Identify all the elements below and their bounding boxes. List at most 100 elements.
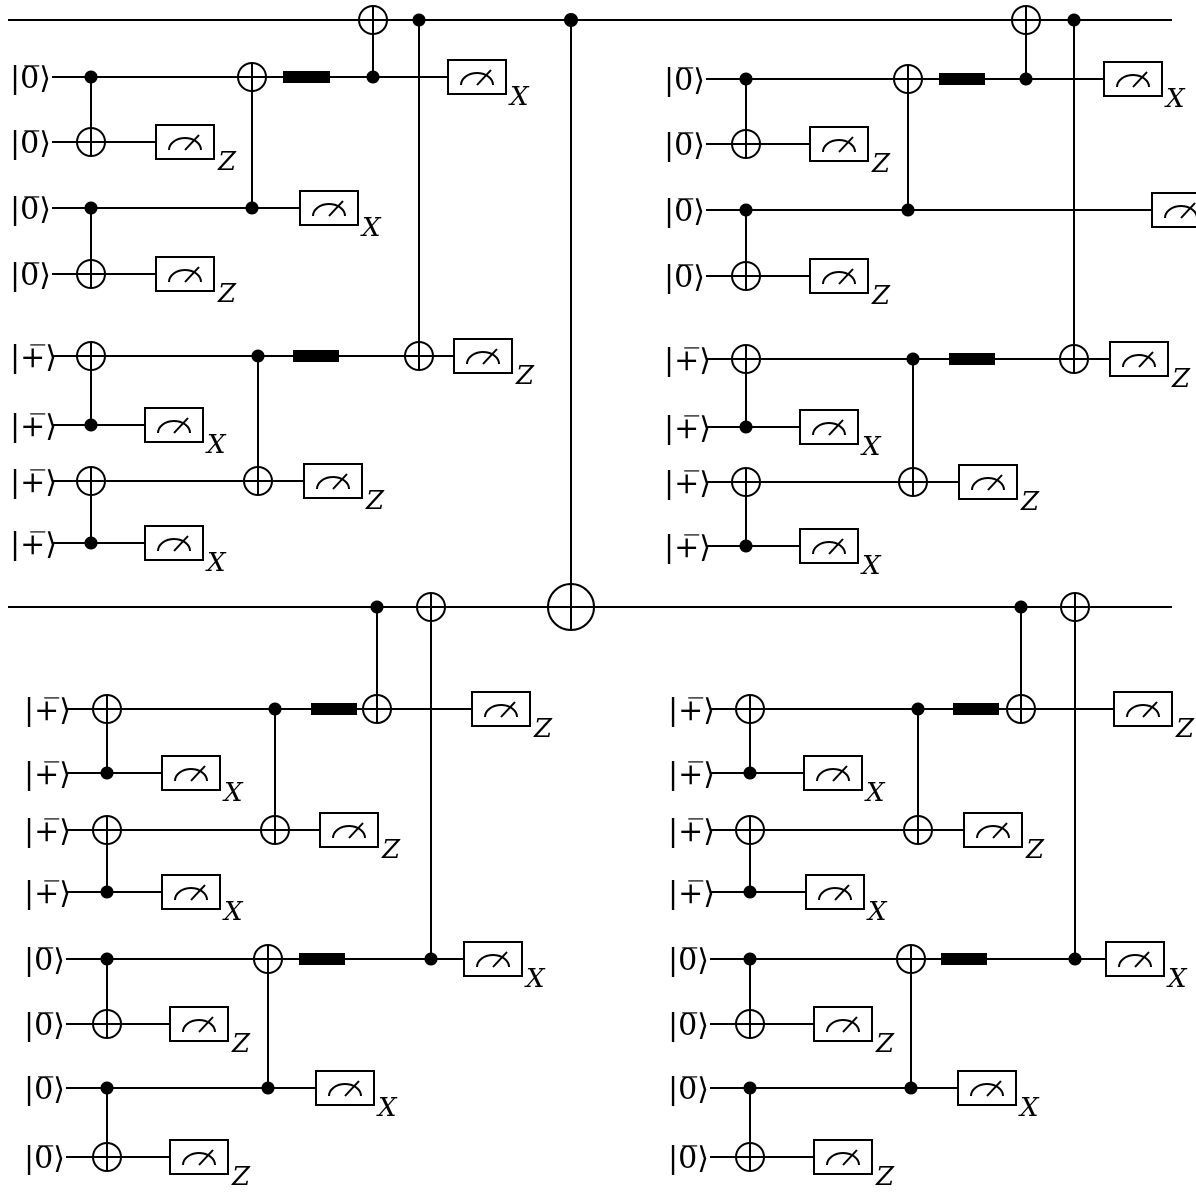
cnot-target	[547, 583, 595, 631]
control-dot	[743, 885, 757, 899]
ket-zero-label: |0̅⟩	[668, 1008, 709, 1043]
measurement-basis-label: X	[1018, 1093, 1040, 1123]
measurement-meter	[1105, 941, 1165, 977]
measurement-meter	[144, 407, 204, 443]
cnot-target	[898, 467, 928, 497]
cnot-target	[404, 341, 434, 371]
cnot-target	[243, 466, 273, 496]
ket-zero-label: |0̅⟩	[10, 258, 51, 293]
ket-plus-label: |+̅⟩	[664, 343, 711, 378]
measurement-basis-label: X	[376, 1093, 398, 1123]
ket-plus-label: |+̅⟩	[668, 693, 715, 728]
measurement-basis-label: X	[222, 897, 244, 927]
ket-zero-label: |0̅⟩	[24, 1072, 65, 1107]
control-dot	[366, 70, 380, 84]
ket-zero-label: |0̅⟩	[664, 128, 705, 163]
cnot-target	[1006, 694, 1036, 724]
control-dot	[100, 952, 114, 966]
measurement-basis-label: Z	[231, 1162, 251, 1192]
ket-plus-label: |+̅⟩	[24, 814, 71, 849]
measurement-meter	[155, 256, 215, 292]
control-dot	[911, 702, 925, 716]
ket-zero-label: |0̅⟩	[664, 194, 705, 229]
control-dot	[739, 72, 753, 86]
measurement-basis-label: Z	[871, 149, 891, 179]
control-dot	[100, 885, 114, 899]
measurement-meter	[169, 1006, 229, 1042]
ket-plus-label: |+̅⟩	[668, 757, 715, 792]
cnot-target	[362, 694, 392, 724]
ket-zero-label: |0̅⟩	[668, 1072, 709, 1107]
measurement-meter	[799, 528, 859, 564]
cnot-target	[92, 1009, 122, 1039]
measurement-meter	[809, 258, 869, 294]
ket-plus-label: |+̅⟩	[664, 466, 711, 501]
measurement-basis-label: X	[222, 778, 244, 808]
control-dot	[906, 352, 920, 366]
cnot-target	[237, 62, 267, 92]
control-dot	[904, 1081, 918, 1095]
measurement-basis-label: Z	[875, 1162, 895, 1192]
control-dot	[1019, 72, 1033, 86]
ket-plus-label: |+̅⟩	[10, 409, 57, 444]
measurement-basis-label: X	[524, 964, 546, 994]
measurement-meter	[1151, 192, 1196, 228]
wait-bar	[953, 703, 999, 715]
measurement-meter	[957, 1070, 1017, 1106]
measurement-meter	[813, 1139, 873, 1175]
control-dot	[564, 13, 578, 27]
measurement-basis-label: Z	[231, 1029, 251, 1059]
wait-bar	[283, 71, 330, 83]
control-dot	[901, 203, 915, 217]
measurement-meter	[958, 464, 1018, 500]
measurement-basis-label: X	[205, 430, 227, 460]
ket-zero-label: |0̅⟩	[10, 192, 51, 227]
control-dot	[1068, 952, 1082, 966]
measurement-basis-label: X	[1164, 84, 1186, 114]
control-dot	[743, 766, 757, 780]
cnot-target	[416, 592, 446, 622]
control-dot	[84, 201, 98, 215]
ket-zero-label: |0̅⟩	[24, 1008, 65, 1043]
control-dot	[739, 203, 753, 217]
cnot-target	[735, 1142, 765, 1172]
measurement-meter	[161, 874, 221, 910]
control-dot	[100, 1081, 114, 1095]
ket-plus-label: |+̅⟩	[24, 876, 71, 911]
cnot-target	[92, 1142, 122, 1172]
ket-plus-label: |+̅⟩	[10, 465, 57, 500]
ket-plus-label: |+̅⟩	[664, 411, 711, 446]
wait-bar	[949, 353, 995, 365]
measurement-basis-label: Z	[1171, 364, 1191, 394]
cnot-target	[92, 694, 122, 724]
measurement-basis-label: Z	[533, 714, 553, 744]
measurement-meter	[1103, 61, 1163, 97]
cnot-target	[76, 259, 106, 289]
ket-plus-label: |+̅⟩	[24, 693, 71, 728]
control-dot	[84, 536, 98, 550]
measurement-basis-label: Z	[217, 279, 237, 309]
measurement-basis-label: Z	[1025, 835, 1045, 865]
measurement-basis-label: X	[860, 551, 882, 581]
control-dot	[268, 702, 282, 716]
ket-zero-label: |0̅⟩	[24, 943, 65, 978]
ket-plus-label: |+̅⟩	[668, 814, 715, 849]
measurement-basis-label: X	[864, 778, 886, 808]
measurement-basis-label: X	[860, 432, 882, 462]
measurement-meter	[447, 59, 507, 95]
measurement-meter	[144, 525, 204, 561]
cnot-target	[1059, 344, 1089, 374]
ket-zero-label: |0̅⟩	[10, 61, 51, 96]
cnot-target	[1060, 592, 1090, 622]
measurement-meter	[813, 1006, 873, 1042]
ket-zero-label: |0̅⟩	[668, 1141, 709, 1176]
control-dot	[412, 13, 426, 27]
control-dot	[100, 766, 114, 780]
cnot-target	[731, 344, 761, 374]
wait-bar	[311, 703, 357, 715]
cnot-target	[896, 944, 926, 974]
measurement-meter	[1113, 691, 1173, 727]
control-dot	[739, 420, 753, 434]
ket-zero-label: |0̅⟩	[664, 63, 705, 98]
